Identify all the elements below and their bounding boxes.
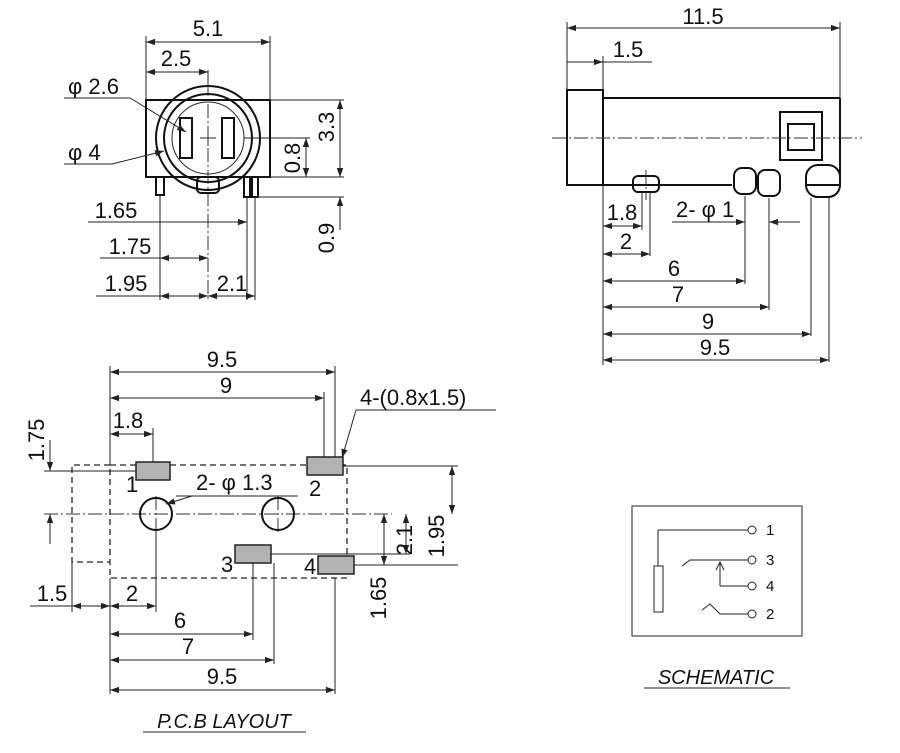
dim-side-9: 9 (702, 309, 714, 334)
dim-side-6: 6 (668, 256, 680, 281)
front-pin-1 (155, 176, 165, 196)
dim-pcb-y-165: 1.65 (366, 577, 391, 620)
dim-pcb-x-2: 2 (126, 581, 138, 606)
dim-pcb-y-21: 2.1 (392, 525, 417, 556)
dim-outer-diameter: φ 4 (68, 140, 101, 165)
dim-front-height: 3.3 (314, 112, 339, 143)
schematic-pin-3: 3 (766, 552, 774, 569)
pcb-outline (109, 464, 348, 579)
pcb-pad-3 (234, 544, 272, 564)
front-view: 5.1 2.5 φ 2.6 φ 4 0.8 3.3 0.9 1.65 (64, 16, 344, 300)
schematic: 1 3 4 2 SCHEMATIC (631, 505, 803, 689)
pcb-hole-2 (261, 497, 295, 531)
dim-center-offset: 0.8 (280, 143, 305, 174)
dim-pcb-x-6: 6 (174, 608, 186, 633)
pcb-layout-title: P.C.B LAYOUT (157, 711, 293, 733)
pcb-pin-label-1: 1 (126, 472, 138, 497)
front-pin-4 (251, 176, 259, 198)
dim-pcb-width-9: 9 (220, 373, 232, 398)
dim-pin-length: 0.9 (314, 223, 339, 254)
dim-pin-b: 1.75 (109, 234, 152, 259)
dim-pcb-x-7: 7 (182, 634, 194, 659)
side-contact-housing (779, 111, 823, 161)
dim-peg-b: 2 (620, 229, 632, 254)
pcb-pin-label-2: 2 (309, 476, 321, 501)
dim-inner-diameter: φ 2.6 (68, 74, 119, 99)
schematic-pin-4: 4 (766, 578, 774, 595)
dim-peg-a: 1.8 (607, 200, 638, 225)
dim-front-width: 5.1 (193, 16, 224, 41)
schematic-frame (631, 505, 803, 637)
front-contact-right (221, 117, 235, 159)
pcb-pad-4 (317, 555, 355, 575)
dim-pcb-y-195: 1.95 (424, 515, 449, 558)
dim-pcb-width-95: 9.5 (207, 347, 238, 372)
dim-pcb-x-18: 1.8 (113, 408, 144, 433)
dim-pcb-y-175: 1.75 (24, 419, 49, 462)
dim-side-length: 11.5 (682, 4, 723, 29)
pcb-pin-label-3: 3 (221, 552, 233, 577)
front-pin-3 (243, 176, 251, 198)
pcb-pin-label-4: 4 (304, 554, 316, 579)
dim-hole-spec: 2- φ 1.3 (196, 470, 273, 495)
schematic-pin-1: 1 (766, 522, 774, 539)
schematic-title: SCHEMATIC (658, 667, 775, 689)
dim-pin-span: 2.1 (217, 271, 248, 296)
side-pin-3 (805, 164, 841, 198)
dim-pcb-x-95b: 9.5 (207, 664, 238, 689)
front-contact-left (179, 117, 193, 159)
dim-pin-c: 1.95 (105, 271, 148, 296)
dim-pad-spec: 4-(0.8x1.5) (360, 385, 466, 410)
pcb-layout: 1 2 3 4 9.5 9 4-(0.8x1.5) 1.8 1.75 2- φ … (24, 347, 496, 733)
dim-pin-a: 1.65 (95, 198, 138, 223)
front-pin-center (196, 176, 220, 194)
pcb-pad-1 (135, 461, 171, 481)
dim-peg-diameter: 2- φ 1 (676, 197, 734, 222)
pcb-pad-2 (306, 456, 344, 476)
dim-side-95: 9.5 (700, 335, 731, 360)
side-pin-2 (757, 169, 781, 197)
dim-front-half-width: 2.5 (161, 46, 192, 71)
side-view: 11.5 1.5 1.8 2- φ 1 2 6 7 9 9.5 (552, 4, 862, 365)
dim-flange: 1.5 (613, 37, 644, 62)
pcb-hole-1 (139, 497, 173, 531)
dim-side-7: 7 (672, 282, 684, 307)
schematic-pin-2: 2 (766, 606, 774, 623)
dim-pcb-x-15: 1.5 (37, 581, 68, 606)
schematic-plug (653, 565, 664, 613)
side-pin-1 (733, 167, 757, 195)
pcb-flange-outline (71, 464, 110, 563)
